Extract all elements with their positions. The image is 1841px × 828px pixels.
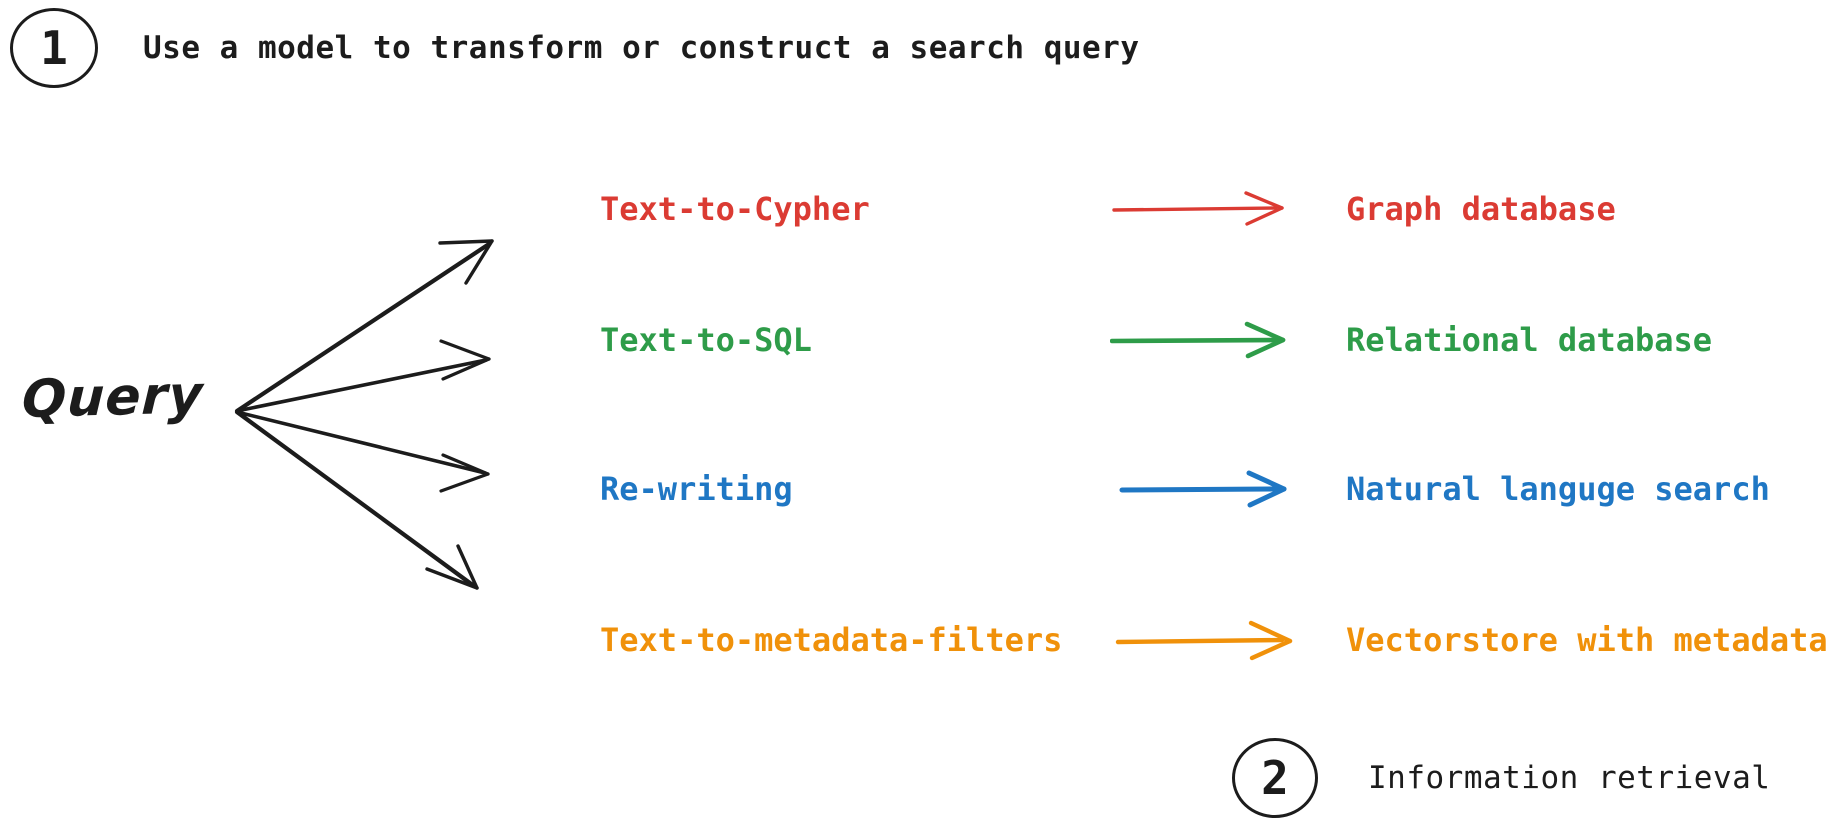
arrow-right-icon [1110, 466, 1310, 512]
fan-arrow-2 [235, 339, 491, 413]
row-target-label: Natural languge search [1346, 470, 1770, 508]
row-target-label: Graph database [1346, 190, 1616, 228]
row-method-label: Re-writing [600, 470, 793, 508]
step-2-number: 2 [1261, 751, 1289, 805]
step-1-number: 1 [40, 21, 68, 75]
step-2-circle: 2 [1232, 738, 1318, 818]
pipeline-row: Text-to-SQL Relational database [600, 317, 1841, 363]
row-method-label: Text-to-SQL [600, 321, 812, 359]
arrow-right-icon [1110, 317, 1310, 363]
row-target-label: Vectorstore with metadata [1346, 621, 1828, 659]
step-1-circle: 1 [10, 8, 98, 88]
pipeline-row: Text-to-metadata-filters Vectorstore wit… [600, 617, 1841, 663]
fan-arrow-3 [235, 410, 490, 493]
fan-arrow-4 [234, 409, 479, 590]
row-target-label: Relational database [1346, 321, 1713, 359]
step-2-badge: 2 Information retrieval [1232, 738, 1770, 818]
row-method-label: Text-to-metadata-filters [600, 621, 1063, 659]
arrow-right-icon [1110, 617, 1310, 663]
step-2-label: Information retrieval [1368, 760, 1771, 796]
step-1-label: Use a model to transform or construct a … [143, 30, 1140, 66]
query-source-label: Query [20, 365, 205, 430]
row-method-label: Text-to-Cypher [600, 190, 870, 228]
pipeline-row: Re-writing Natural languge search [600, 466, 1841, 512]
fan-arrow-1 [234, 239, 494, 414]
step-1-badge: 1 Use a model to transform or construct … [10, 8, 1140, 88]
arrow-right-icon [1110, 186, 1310, 232]
pipeline-row: Text-to-Cypher Graph database [600, 186, 1841, 232]
